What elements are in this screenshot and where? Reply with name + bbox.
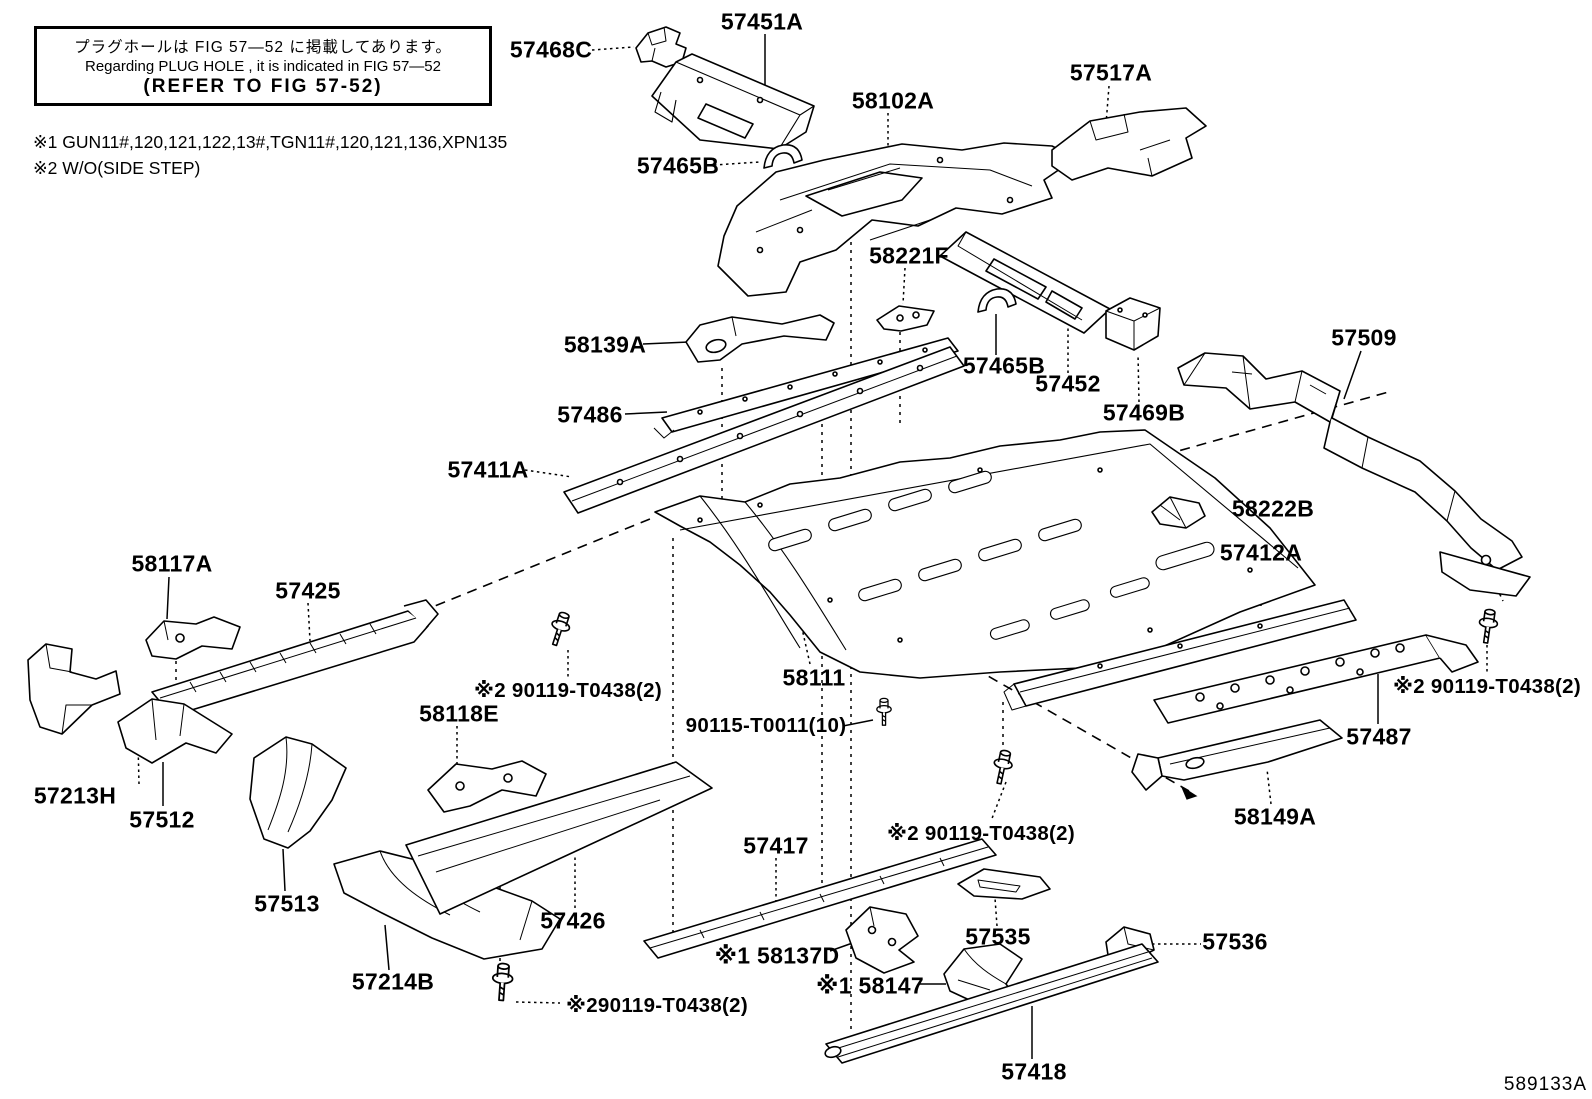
part-label-58117a[interactable]: 58117A xyxy=(131,550,213,577)
note-english: Regarding PLUG HOLE , it is indicated in… xyxy=(84,57,441,75)
fastener-label-90115[interactable]: 90115-T0011(10) xyxy=(685,713,847,737)
part-57451a-crossmember-drawing xyxy=(651,53,815,150)
part-58118e-bracket-drawing xyxy=(427,760,547,813)
part-label-57452[interactable]: 57452 xyxy=(1035,370,1101,397)
part-label-57417[interactable]: 57417 xyxy=(743,832,809,859)
part-label-58137d[interactable]: ※1 58137D xyxy=(714,942,840,969)
note-refer: (REFER TO FIG 57-52) xyxy=(143,75,383,97)
part-label-58102a[interactable]: 58102A xyxy=(851,87,935,114)
part-label-57486[interactable]: 57486 xyxy=(557,401,623,428)
part-label-57512[interactable]: 57512 xyxy=(129,806,195,833)
part-57465b-mid-clamp-drawing xyxy=(977,287,1017,313)
part-57512-plate-drawing xyxy=(117,698,233,764)
part-label-57465b-top[interactable]: 57465B xyxy=(636,152,720,179)
bolt-icon xyxy=(490,962,515,1002)
part-label-58139a[interactable]: 58139A xyxy=(563,331,647,358)
part-label-57451a[interactable]: 57451A xyxy=(720,8,804,35)
part-57426-sill-drawing xyxy=(405,761,713,915)
part-label-57469b[interactable]: 57469B xyxy=(1102,399,1186,426)
part-label-57517a[interactable]: 57517A xyxy=(1069,59,1153,86)
part-label-57509[interactable]: 57509 xyxy=(1331,324,1397,351)
part-58222b-bracket-drawing xyxy=(1151,496,1206,529)
part-58102a-crossmember-drawing xyxy=(717,142,1077,297)
fastener-label-90119-mid[interactable]: ※2 90119-T0438(2) xyxy=(886,821,1076,845)
part-label-58147[interactable]: ※1 58147 xyxy=(816,972,924,999)
part-57425-sill-drawing xyxy=(151,599,439,717)
part-label-57411a[interactable]: 57411A xyxy=(447,456,529,483)
part-57468c-drawing xyxy=(635,26,687,68)
part-label-57418[interactable]: 57418 xyxy=(1001,1058,1067,1085)
part-58111-floor-pan-drawing xyxy=(654,429,1316,679)
bolt-icon xyxy=(989,748,1016,787)
part-label-58111[interactable]: 58111 xyxy=(782,664,846,691)
part-58221f-bracket-drawing xyxy=(876,305,935,332)
footnotes: ※1 GUN11#,120,121,122,13#,TGN11#,120,121… xyxy=(33,129,507,181)
part-label-57214b[interactable]: 57214B xyxy=(351,968,435,995)
part-label-58221f[interactable]: 58221F xyxy=(869,242,949,269)
part-57412a-sill-drawing xyxy=(1003,599,1357,711)
fastener-label-90119-left[interactable]: ※2 90119-T0438(2) xyxy=(473,678,663,702)
part-57469b-bracket-drawing xyxy=(1105,297,1161,351)
fastener-label-90119-right[interactable]: ※2 90119-T0438(2) xyxy=(1392,674,1582,698)
part-57418-rail-drawing xyxy=(824,943,1159,1064)
part-label-57536[interactable]: 57536 xyxy=(1202,928,1268,955)
bolt-icon xyxy=(545,609,575,649)
part-label-57465b-mid[interactable]: 57465B xyxy=(962,352,1046,379)
part-label-57513[interactable]: 57513 xyxy=(254,890,320,917)
part-label-57468c[interactable]: 57468C xyxy=(509,36,593,63)
part-label-57426[interactable]: 57426 xyxy=(540,907,606,934)
part-57487-rail-drawing xyxy=(1153,634,1479,724)
part-label-57535[interactable]: 57535 xyxy=(965,923,1031,950)
part-57486-rail-drawing xyxy=(653,337,959,439)
part-58149a-plate-drawing xyxy=(1131,719,1343,791)
footnote-1: ※1 GUN11#,120,121,122,13#,TGN11#,120,121… xyxy=(33,132,508,152)
part-label-57425[interactable]: 57425 xyxy=(275,577,341,604)
part-57213h-bracket-drawing xyxy=(27,643,121,735)
part-57509-crossmember-drawing xyxy=(1177,352,1531,597)
part-58137d-bracket-drawing xyxy=(845,906,919,974)
part-57411a-rail-drawing xyxy=(563,346,965,514)
part-57517a-bracket-drawing xyxy=(1051,107,1207,181)
drawing-number: 589133A xyxy=(1503,1074,1587,1095)
part-label-58222b[interactable]: 58222B xyxy=(1231,495,1315,522)
part-58117a-bracket-drawing xyxy=(145,616,241,660)
part-label-57412a[interactable]: 57412A xyxy=(1219,539,1303,566)
fastener-label-90119-bottom[interactable]: ※290119-T0438(2) xyxy=(565,993,749,1017)
part-57452-panel-drawing xyxy=(939,231,1111,334)
part-57535-bracket-drawing xyxy=(957,868,1051,900)
bolt-icon xyxy=(876,697,892,726)
part-label-58118e[interactable]: 58118E xyxy=(419,700,499,727)
plug-hole-note-box: プラグホールは FIG 57—52 に掲載してあります。 Regarding P… xyxy=(34,26,492,106)
part-58139a-bracket-drawing xyxy=(685,314,835,363)
part-label-58149a[interactable]: 58149A xyxy=(1233,803,1317,830)
note-japanese: プラグホールは FIG 57—52 に掲載してあります。 xyxy=(74,38,452,56)
part-57465b-top-clamp-drawing xyxy=(763,143,803,169)
part-57417-rail-drawing xyxy=(643,838,997,959)
part-label-57213h[interactable]: 57213H xyxy=(33,782,117,809)
bolt-icon xyxy=(1475,607,1501,645)
footnote-2: ※2 W/O(SIDE STEP) xyxy=(33,158,201,178)
part-57513-bracket-drawing xyxy=(249,736,347,849)
part-label-57487[interactable]: 57487 xyxy=(1346,723,1412,750)
